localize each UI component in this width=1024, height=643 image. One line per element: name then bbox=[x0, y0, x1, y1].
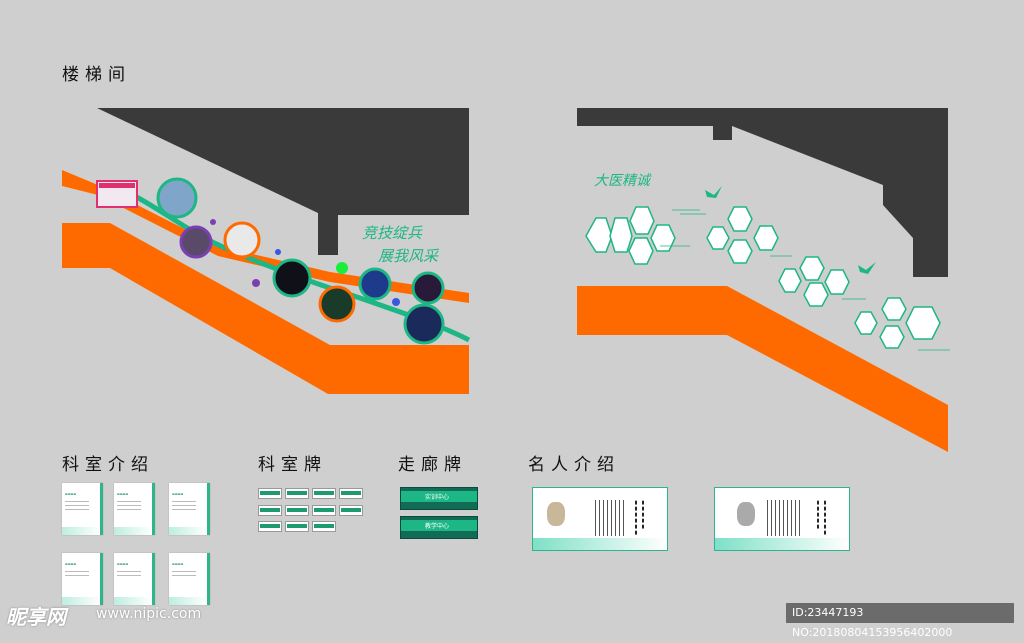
photo-circle-5 bbox=[318, 285, 356, 323]
hex-4 bbox=[650, 224, 676, 252]
celebrity-poster-1: ▮▮▮▮▮▮ ▮▮▮▮▮ bbox=[532, 487, 668, 551]
dept-card: ▬▬▬▬ bbox=[169, 483, 210, 535]
hex-7 bbox=[727, 206, 753, 232]
corridor-sign-2-label: 教学中心 bbox=[425, 523, 450, 530]
hex-3 bbox=[629, 206, 655, 235]
photo-circle-2 bbox=[179, 225, 213, 259]
photo-circle-3 bbox=[223, 221, 261, 259]
section-title-stairwell: 楼梯间 bbox=[62, 65, 131, 85]
dot-blue-2 bbox=[392, 298, 400, 306]
dept-card: ▬▬▬▬ bbox=[169, 553, 210, 605]
section-title-dept-intro: 科室介绍 bbox=[62, 455, 154, 475]
dept-plate bbox=[312, 505, 336, 516]
photo-circle-8 bbox=[403, 303, 445, 345]
hex-13 bbox=[803, 282, 829, 307]
hex-8 bbox=[753, 225, 779, 251]
bird-icon-2 bbox=[858, 262, 876, 274]
hex-5 bbox=[628, 237, 654, 265]
dept-plate bbox=[285, 488, 309, 499]
hex-10 bbox=[778, 268, 802, 293]
slogan-left-line1: 竞技绽兵 bbox=[362, 224, 423, 242]
photo-circle-4 bbox=[272, 258, 312, 298]
corridor-sign-1-label: 实训中心 bbox=[425, 494, 450, 501]
dot-purple-2 bbox=[210, 219, 216, 225]
dept-plate bbox=[339, 505, 363, 516]
dept-plate bbox=[258, 505, 282, 516]
dept-plate bbox=[339, 488, 363, 499]
dept-plate bbox=[258, 521, 282, 532]
hex-17 bbox=[879, 325, 905, 349]
celebrity-poster-2: ▮▮▮▮▮ ▮▮▮▮▮▮ bbox=[714, 487, 850, 551]
dept-plate bbox=[312, 488, 336, 499]
dept-plate bbox=[285, 505, 309, 516]
hex-14 bbox=[854, 311, 878, 335]
right-orange-band bbox=[577, 286, 948, 452]
dot-blue-1 bbox=[275, 249, 281, 255]
corridor-sign-1: 实训中心 bbox=[400, 487, 478, 510]
hex-1 bbox=[585, 217, 613, 253]
hex-9 bbox=[727, 239, 753, 264]
bird-icon-1 bbox=[705, 186, 722, 198]
dept-card: ▬▬▬▬ bbox=[114, 553, 155, 605]
corridor-sign-2: 教学中心 bbox=[400, 516, 478, 539]
watermark-url: www.nipic.com bbox=[96, 606, 202, 622]
portrait-image bbox=[547, 502, 565, 526]
right-hexagons bbox=[585, 206, 941, 349]
dept-card: ▬▬▬▬ bbox=[62, 483, 103, 535]
dot-green-1 bbox=[336, 262, 348, 274]
watermark-id-bar: ID:23447193 NO:20180804153956402000 bbox=[786, 603, 1014, 639]
section-title-corridor-sign: 走廊牌 bbox=[398, 455, 467, 475]
slogan-left-line2: 展我风采 bbox=[378, 247, 439, 265]
hex-12 bbox=[824, 269, 850, 295]
photo-circle-1 bbox=[156, 177, 198, 219]
right-dark-wall bbox=[577, 108, 948, 277]
hex-11 bbox=[799, 256, 825, 281]
dept-plate bbox=[312, 521, 336, 532]
watermark-logo: 昵享网 bbox=[6, 605, 66, 629]
slogan-right: 大医精诚 bbox=[594, 173, 650, 189]
decorative-cloud-lines bbox=[660, 209, 950, 351]
left-dark-wall bbox=[97, 108, 469, 255]
hex-16 bbox=[905, 306, 941, 340]
dept-plate bbox=[285, 521, 309, 532]
section-title-dept-sign: 科室牌 bbox=[258, 455, 327, 475]
dept-card: ▬▬▬▬ bbox=[62, 553, 103, 605]
hex-6 bbox=[706, 226, 730, 250]
section-title-celebrity: 名人介绍 bbox=[528, 455, 620, 475]
photo-circle-6 bbox=[358, 267, 392, 301]
left-orange-band-bottom bbox=[62, 223, 469, 394]
left-photo-circles bbox=[156, 177, 445, 345]
dept-plate bbox=[258, 488, 282, 499]
dept-card: ▬▬▬▬ bbox=[114, 483, 155, 535]
photo-circle-7 bbox=[411, 271, 445, 305]
hex-2 bbox=[609, 217, 633, 253]
hex-15 bbox=[881, 297, 907, 321]
dot-purple-1 bbox=[252, 279, 260, 287]
portrait-image bbox=[737, 502, 755, 526]
